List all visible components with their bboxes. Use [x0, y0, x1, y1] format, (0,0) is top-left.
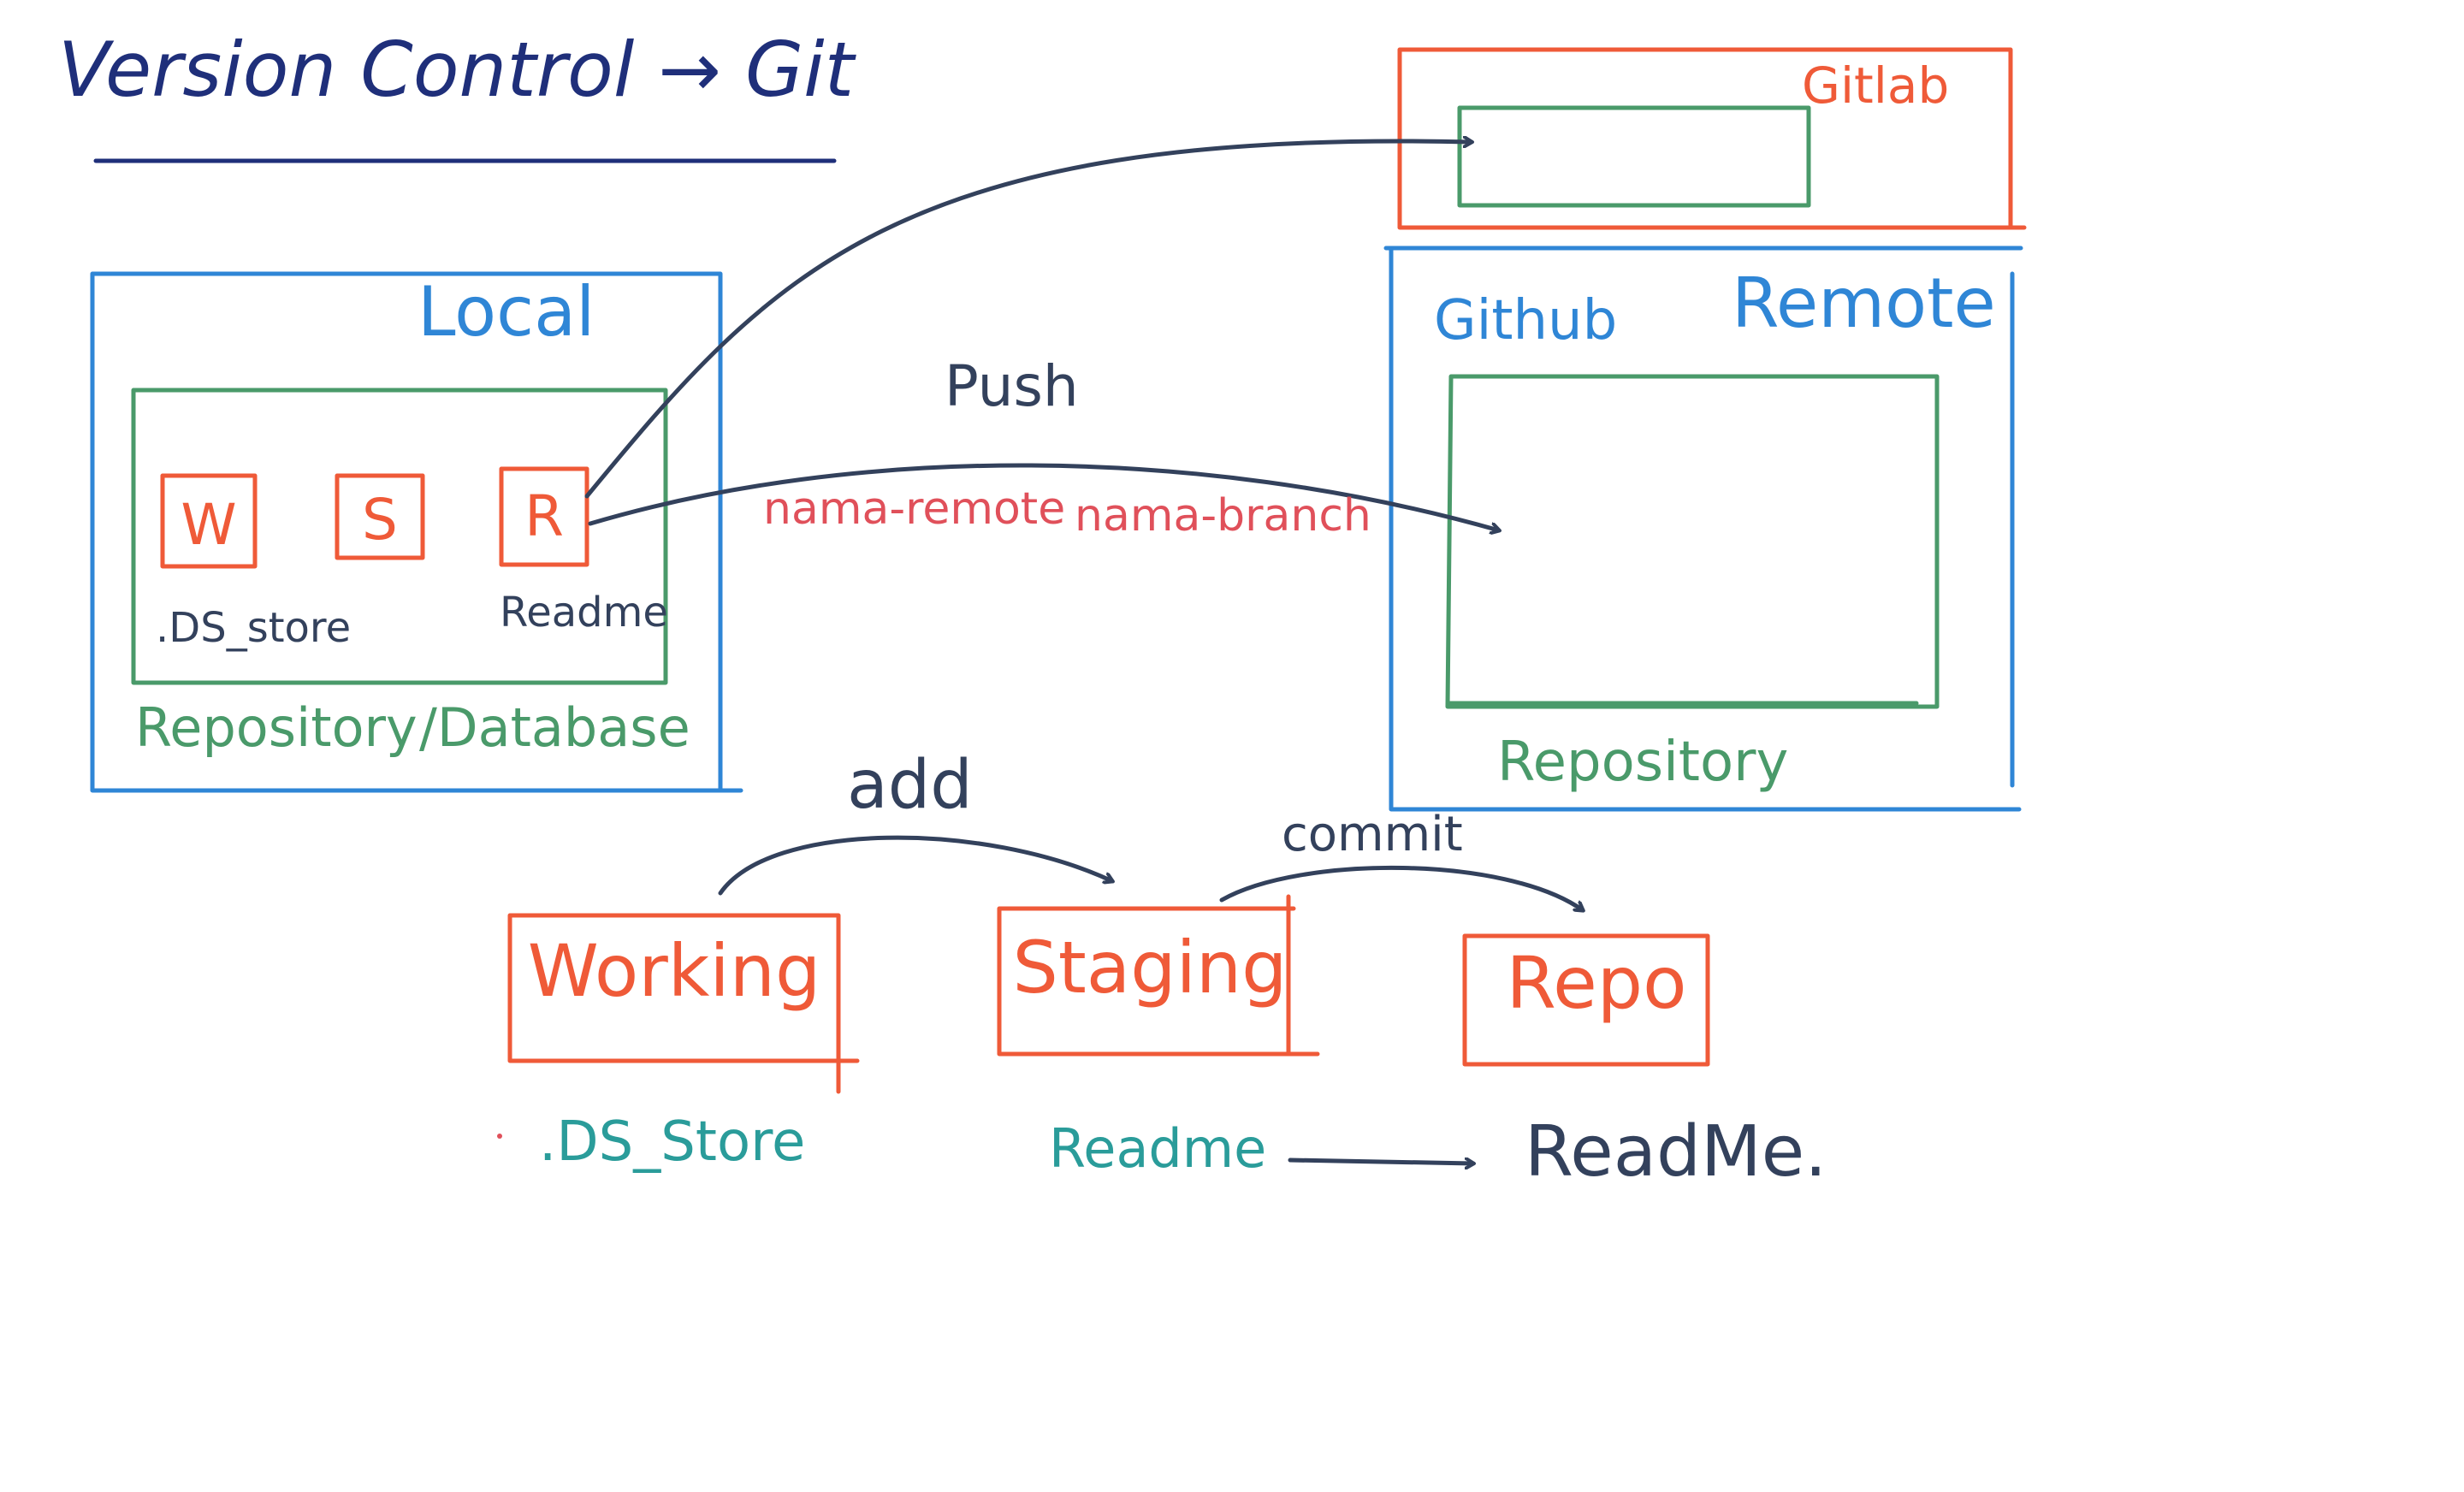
area-letter-r: R	[524, 483, 564, 549]
gitlab-repository-box	[1457, 105, 1811, 208]
local-file-readme: Readme	[500, 589, 668, 636]
area-working: W	[160, 473, 258, 569]
push-label: Push	[945, 353, 1079, 419]
stage-repo-label: Repo	[1507, 941, 1687, 1025]
commit-label: commit	[1282, 807, 1463, 862]
remote-repository-label: Repository	[1497, 731, 1788, 794]
commit-arrow	[1219, 865, 1583, 910]
push-remote-name: nama-remote	[763, 483, 1065, 535]
push-branch-name: nama-branch	[1075, 490, 1371, 542]
area-letter-w: W	[181, 492, 236, 558]
remote-label: Remote	[1732, 263, 1996, 343]
stage-staging-label: Staging	[1013, 926, 1288, 1009]
stray-dot	[497, 1134, 502, 1139]
local-repository-label: Repository	[135, 696, 418, 759]
local-label: Local	[418, 272, 595, 352]
remote-repository-box	[1445, 374, 1940, 709]
local-file-ds-store: .DS_store	[156, 604, 351, 652]
page-title: Version Control → Git	[58, 26, 857, 114]
remote-panel: Github Remote Repository	[1383, 246, 2023, 812]
area-letter-s: S	[362, 487, 398, 553]
area-staging: S	[335, 473, 425, 560]
local-database-label: /Database	[419, 696, 690, 759]
push-to-github-arrow	[588, 463, 1499, 530]
add-label: add	[847, 747, 973, 824]
stage-working-label: Working	[528, 929, 821, 1013]
gitlab-panel: Gitlab	[1397, 47, 2027, 230]
push-to-gitlab-arrow	[584, 141, 1472, 499]
add-arrow	[718, 835, 1112, 896]
stage-repo: Repo	[1462, 933, 1710, 1067]
area-repo: R	[499, 466, 589, 567]
stage-staging: Staging	[997, 894, 1320, 1057]
github-label: Github	[1434, 289, 1617, 352]
gitlab-label: Gitlab	[1802, 56, 1949, 115]
working-file: .DS_Store	[539, 1110, 805, 1174]
readme-commit-arrow	[1288, 1160, 1473, 1163]
local-repository-box	[131, 388, 668, 685]
staging-file: Readme	[1049, 1117, 1266, 1180]
repo-file: ReadMe.	[1525, 1111, 1827, 1193]
local-panel: Local W S R .DS_store Readme Repository …	[90, 271, 743, 793]
stage-working: Working	[507, 913, 860, 1094]
